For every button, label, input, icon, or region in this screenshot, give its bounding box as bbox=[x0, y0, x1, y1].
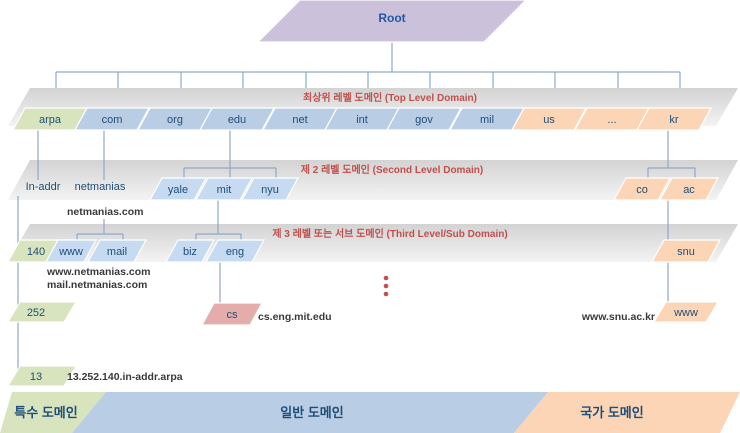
tl-label-eng: eng bbox=[226, 246, 244, 258]
lower-connectors bbox=[17, 130, 696, 370]
tld-label-org: org bbox=[167, 114, 183, 126]
ellipsis-dot bbox=[383, 291, 389, 297]
ellipsis-dot bbox=[383, 275, 389, 281]
fqdn-cs-eng-mit: cs.eng.mit.edu bbox=[258, 311, 332, 323]
sld-box-co bbox=[612, 177, 672, 201]
sld-label-netmanias: netmanias bbox=[75, 181, 126, 193]
category-country-label: 국가 도메인 bbox=[580, 405, 643, 420]
category-country-box bbox=[514, 392, 740, 433]
tld-label-int: int bbox=[356, 114, 368, 126]
tl-label-snu: snu bbox=[677, 246, 695, 258]
fqdn-netmanias: netmanias.com bbox=[67, 206, 143, 218]
tld-box-edu bbox=[198, 107, 276, 131]
fourth-level-row: 252 cs cs.eng.mit.edu www.snu.ac.kr www bbox=[6, 301, 720, 326]
sld-label-in-addr: In-addr bbox=[26, 181, 61, 193]
root-node: Root bbox=[256, 0, 527, 43]
tld-label-edu: edu bbox=[228, 114, 246, 126]
category-generic-box bbox=[72, 392, 548, 433]
level-label-top: 최상위 레벨 도메인 (Top Level Domain) bbox=[303, 91, 477, 104]
sld-label-mit: mit bbox=[217, 184, 232, 196]
fqdn-www-netmanias: www.netmanias.com bbox=[46, 266, 150, 278]
fl-box-252 bbox=[6, 301, 78, 323]
tld-row: arpa com org edu net int gov mil us ... … bbox=[11, 107, 713, 131]
sld-label-yale: yale bbox=[168, 184, 188, 196]
tld-box-us bbox=[510, 107, 588, 131]
tld-box-gov bbox=[385, 107, 463, 131]
tl-box-snu bbox=[650, 239, 722, 263]
tl-label-mail: mail bbox=[107, 246, 127, 258]
tl-label-biz: biz bbox=[183, 246, 197, 258]
tld-box-kr bbox=[635, 107, 713, 131]
root-label: Root bbox=[378, 11, 405, 25]
second-level-row: In-addr netmanias yale mit nyu co ac net… bbox=[26, 177, 720, 218]
sld-label-nyu: nyu bbox=[261, 184, 279, 196]
tld-label-gov: gov bbox=[415, 114, 433, 126]
ellipsis-dot bbox=[383, 283, 389, 289]
category-special-box bbox=[0, 392, 106, 433]
fqdn-www-snu: www.snu.ac.kr bbox=[581, 311, 655, 323]
fl-label-www-snu: www bbox=[673, 307, 698, 319]
fifth-label-13: 13 bbox=[30, 371, 42, 383]
tld-label-net: net bbox=[292, 114, 307, 126]
fl-box-www-snu bbox=[652, 301, 720, 323]
tl-label-www: www bbox=[58, 246, 83, 258]
tl-box-biz bbox=[164, 239, 216, 263]
level-label-second: 제 2 레벨 도메인 (Second Level Domain) bbox=[301, 163, 483, 176]
tl-box-eng bbox=[204, 239, 266, 263]
fl-label-cs: cs bbox=[227, 309, 239, 321]
level-label-third: 제 3 레벨 또는 서브 도메인 (Third Level/Sub Domain… bbox=[272, 227, 507, 240]
sld-box-mit bbox=[194, 177, 254, 201]
fifth-level-row: 13 13.252.140.in-addr.arpa bbox=[6, 365, 183, 387]
category-generic-label: 일반 도메인 bbox=[280, 405, 343, 420]
tld-label-kr: kr bbox=[669, 114, 679, 126]
tld-label-us: us bbox=[543, 114, 555, 126]
tl-label-140: 140 bbox=[27, 246, 45, 258]
tld-label-arpa: arpa bbox=[39, 114, 62, 126]
fl-box-cs bbox=[200, 302, 264, 326]
fifth-box-13 bbox=[6, 365, 78, 387]
tld-label-ellipsis: ... bbox=[607, 114, 616, 126]
domain-category-bar: 특수 도메인 일반 도메인 국가 도메인 bbox=[0, 392, 740, 433]
fqdn-reverse-arpa: 13.252.140.in-addr.arpa bbox=[67, 371, 183, 383]
fl-label-252: 252 bbox=[27, 307, 45, 319]
fqdn-mail-netmanias: mail.netmanias.com bbox=[47, 279, 147, 291]
sld-box-nyu bbox=[240, 177, 300, 201]
third-level-row: 140 www mail biz eng snu www.netmanias.c… bbox=[6, 239, 722, 291]
tl-box-mail bbox=[86, 239, 148, 263]
tld-label-mil: mil bbox=[480, 114, 494, 126]
tl-box-www bbox=[44, 239, 98, 263]
sld-box-yale bbox=[148, 177, 208, 201]
sld-label-co: co bbox=[636, 184, 648, 196]
sld-label-ac: ac bbox=[683, 184, 695, 196]
tld-box-com bbox=[73, 107, 151, 131]
vertical-ellipsis-icon bbox=[383, 275, 389, 297]
category-special-label: 특수 도메인 bbox=[14, 405, 77, 420]
root-box bbox=[256, 0, 527, 43]
sld-box-ac bbox=[658, 177, 720, 201]
tld-label-com: com bbox=[102, 114, 123, 126]
